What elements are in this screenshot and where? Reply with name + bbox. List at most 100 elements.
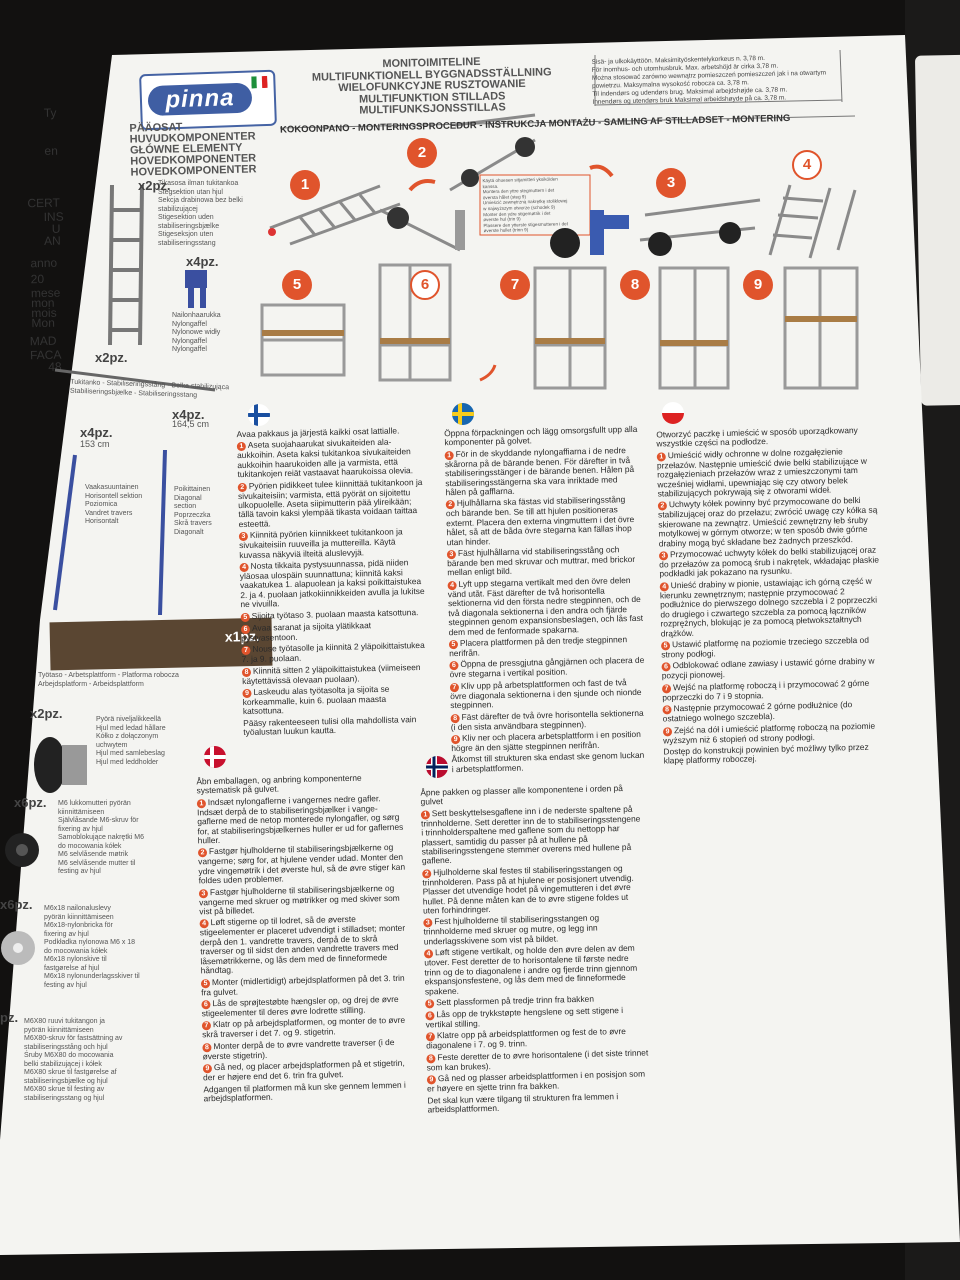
- procedure-rule: [279, 115, 856, 129]
- instruction-step-text: Wejść na platformę roboczą i i przymocow…: [662, 677, 870, 703]
- denmark-flag-icon: [204, 746, 226, 768]
- ladder-label-line: Sekcja drabinowa bez belki: [158, 197, 243, 204]
- instruction-step-text: Monter derpå de to øvre vandrette traver…: [202, 1036, 395, 1062]
- horizontal-bar-drawing: [53, 454, 77, 611]
- instruction-step-text: Kiinnitä sitten 2 yläpoikittaistukea (vi…: [242, 661, 421, 686]
- screw-label-line: belki stabilizującej i kółek: [24, 1060, 102, 1068]
- diagonal-qty: x4pz.: [172, 407, 205, 422]
- nut-label-line: Samoblokujące nakrętki M6: [58, 834, 144, 841]
- instruction-step-text: Gå ned, og placer arbejdsplatformen på e…: [202, 1057, 405, 1083]
- instruction-step-text: Nouse työtasolle ja kiinnitä 2 yläpoikit…: [241, 640, 425, 665]
- wheel-drawing: [34, 737, 87, 793]
- instruction-outro: Pääsy rakenteeseen tulisi olla mahdollis…: [243, 713, 417, 738]
- washer-label-line: Podkładka nylonowa M6 x 18: [44, 939, 136, 946]
- platform-label-line: Työtaso - Arbetsplattform - Platforma ro…: [38, 672, 179, 679]
- instruction-step-text: Fäst hjulhållarna vid stabiliseringsstån…: [447, 544, 636, 578]
- instruction-step-text: Nosta tikkaita pystysuunnassa, pidä niid…: [239, 557, 425, 610]
- instruction-step-number: 5: [425, 999, 435, 1009]
- step-number-4: 4: [792, 150, 822, 180]
- step1-illustration: [269, 184, 401, 246]
- instruction-step-text: Avaa saranat ja sijoita ylätikkaat pysty…: [241, 619, 372, 643]
- screw-label-line: M6X80-skruv för fastsättning av: [24, 1035, 123, 1042]
- instruction-step-text: Monter (midlertidigt) arbejdsplatformen …: [201, 972, 405, 997]
- step-number-3: 3: [656, 168, 686, 198]
- arrow-1-2: [408, 179, 436, 192]
- instruction-step-text: Løft stigene vertikalt, og holde den øvr…: [424, 943, 638, 997]
- washer-label-line: pyörän kiinnittämiseen: [44, 913, 114, 921]
- wheel-label-line: Hjul med leddholder: [96, 758, 159, 766]
- nylon-label-line: Nylongaffel: [172, 320, 207, 328]
- ladder-label-line: Stegsektion utan hjul: [158, 188, 223, 196]
- instruction-step-text: Lås opp de trykkstøpte hengslene og sett…: [425, 1004, 624, 1030]
- instruction-step-text: Kliv ner och placera arbetsplattform i e…: [451, 728, 641, 754]
- instruction-step-text: Løft stigerne op til lodret, så de øvers…: [199, 914, 406, 976]
- nut-label-line: M6 lukkomutteri pyörän: [58, 800, 131, 807]
- diagonal-label-line: Poprzeczka: [174, 511, 211, 519]
- screw-label-line: pyörän kiinnittämiseen: [24, 1026, 94, 1034]
- step-number-6: 6: [410, 270, 440, 300]
- step-number-5: 5: [282, 270, 312, 300]
- washer-label-line: fastgørelse af hjul: [44, 964, 100, 972]
- horizontal-qty: x4pz.: [80, 425, 113, 440]
- screw-label-line: stabiliseringsbjælke og hjul: [24, 1077, 108, 1085]
- instruction-step-text: Sett beskyttelsesgaflene inn i de neders…: [420, 803, 641, 866]
- instruction-step-text: Fastgør hjulholderne til stabiliseringsb…: [199, 882, 400, 917]
- instruction-step-text: Następnie przymocować 2 górne podłużnice…: [662, 699, 853, 724]
- instruction-step-text: Zejść na dół i umieścić platformę robocz…: [663, 720, 876, 746]
- step3-illustration: [639, 198, 761, 256]
- instruction-step-text: Placera plattformen på den tredje stegpi…: [449, 634, 628, 659]
- instruction-step-text: Lås de sprøjtestøbte hængsler op, og dre…: [201, 993, 399, 1019]
- ladder-label-line: stabiliseringsbjælke: [158, 222, 220, 230]
- screw-label-line: stabiliseringsstång och hjul: [24, 1043, 108, 1051]
- ladder-label-line: stabiliseringsstang: [158, 239, 216, 247]
- nut-label-line: do mocowania kółek: [58, 842, 122, 850]
- washer-qty: x6pz.: [0, 897, 33, 912]
- step2-illustration: [379, 113, 536, 252]
- instructions-danish: Åbn emballagen, og anbring komponenterne…: [196, 773, 411, 1106]
- instruction-step-text: Klatre opp på arbeidsplattformen og fest…: [426, 1026, 626, 1051]
- ladder-section-drawing: [108, 184, 144, 346]
- instruction-outro: Adgangen til platformen må kun ske genne…: [203, 1079, 406, 1104]
- instruction-step-text: Lyft upp stegarna vertikalt med den övre…: [447, 574, 644, 637]
- poland-flag-icon: [662, 402, 684, 424]
- norway-flag-icon: [426, 756, 448, 778]
- diagonal-label-line: Diagonalt: [174, 528, 204, 536]
- instructions-finnish: Avaa pakkaus ja järjestä kaikki osat lat…: [236, 425, 429, 740]
- instruction-step-text: Odblokować odlane zawiasy i ustawić górn…: [661, 655, 875, 681]
- instruction-step-text: Klatr op på arbejdsplatformen, og monter…: [202, 1015, 406, 1040]
- diagonal-label-line: section: [174, 503, 197, 510]
- instruction-step-text: Indsæt nylongaflerne i vangernes nedre g…: [196, 793, 404, 846]
- nylon-label-line: Nylongaffel: [172, 337, 207, 345]
- brand-logo: pinna: [139, 69, 277, 131]
- washer-label-line: M6x18 nylonskive til: [44, 956, 107, 963]
- step1-fork: [268, 228, 276, 236]
- ladder-label-line: Tikasosa ilman tukitankoa: [158, 180, 239, 187]
- horizontal-label-line: Poziomica: [85, 501, 118, 508]
- instruction-intro: Otworzyć paczkę i umieścić w sposób upor…: [656, 424, 858, 449]
- instruction-outro: Åtkomst till strukturen ska endast ske g…: [451, 750, 645, 774]
- screw-label-line: stabiliseringsstang og hjul: [24, 1094, 105, 1102]
- diagonal-length: 164,5 cm: [172, 419, 210, 429]
- step-number-8: 8: [620, 270, 650, 300]
- diagonal-bar-drawing: [158, 449, 167, 616]
- instruction-step-text: Gå ned og plasser arbeidsplattformen i e…: [426, 1068, 646, 1094]
- nut-label-line: M6 selvlåsende møtrik: [58, 851, 129, 858]
